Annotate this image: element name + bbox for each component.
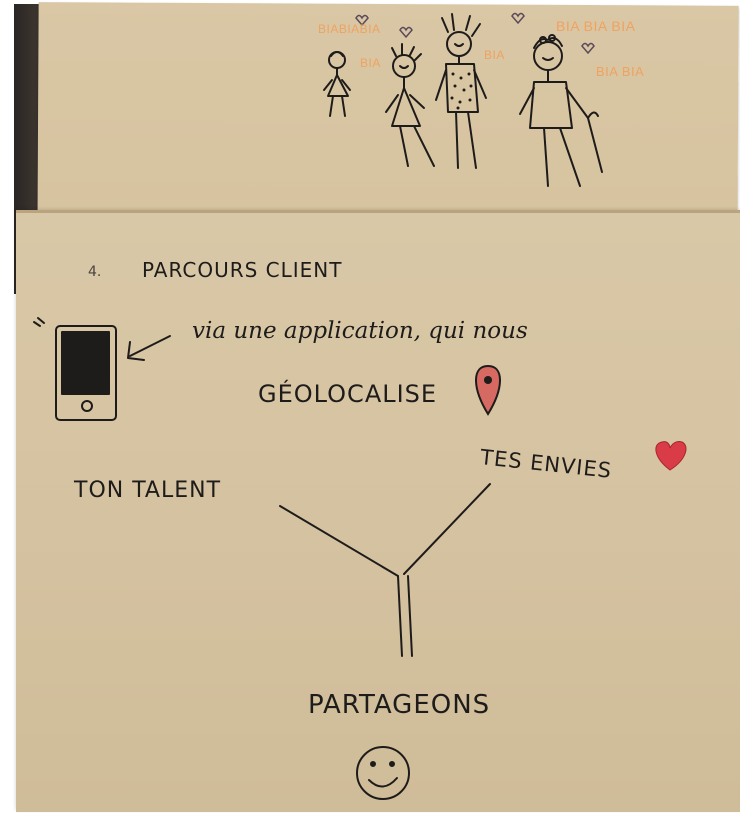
smiley-icon <box>356 746 410 800</box>
smartphone-icon <box>33 317 117 421</box>
stick-figure-dotted-coat <box>435 13 487 169</box>
heart-icon <box>511 12 525 25</box>
chatter-text: BIA <box>360 56 381 70</box>
geolocalise-word: GÉOLOCALISE <box>258 380 438 408</box>
heart-icon <box>655 441 687 471</box>
branch-label-left: TON TALENT <box>74 478 222 503</box>
chatter-text: BIA BIA BIA <box>556 18 636 34</box>
small-hearts <box>355 12 595 55</box>
arrow-icon <box>127 335 171 361</box>
location-pin-icon <box>475 364 501 416</box>
heart-icon <box>399 26 413 39</box>
stick-figure-woman <box>385 43 435 167</box>
subtitle-application: via une application, qui nous <box>192 318 528 344</box>
chatter-text: BIA <box>484 48 505 62</box>
cardboard-fold-edge <box>16 210 740 213</box>
chatter-text: BIABIABIA <box>318 22 381 36</box>
step-number: 4. <box>88 264 102 280</box>
conclusion-partageons: PARTAGEONS <box>308 690 491 720</box>
y-branch-lines <box>279 483 491 657</box>
stick-figure-grandmother <box>519 34 603 187</box>
stick-figure-girl <box>323 51 351 117</box>
heading-parcours-client: PARCOURS CLIENT <box>142 258 343 282</box>
chatter-text: BIA BIA <box>596 64 645 79</box>
coat-dots <box>450 72 473 110</box>
heart-icon <box>581 42 595 55</box>
heart-icon <box>355 14 369 27</box>
cardboard-main-sheet <box>16 212 740 812</box>
